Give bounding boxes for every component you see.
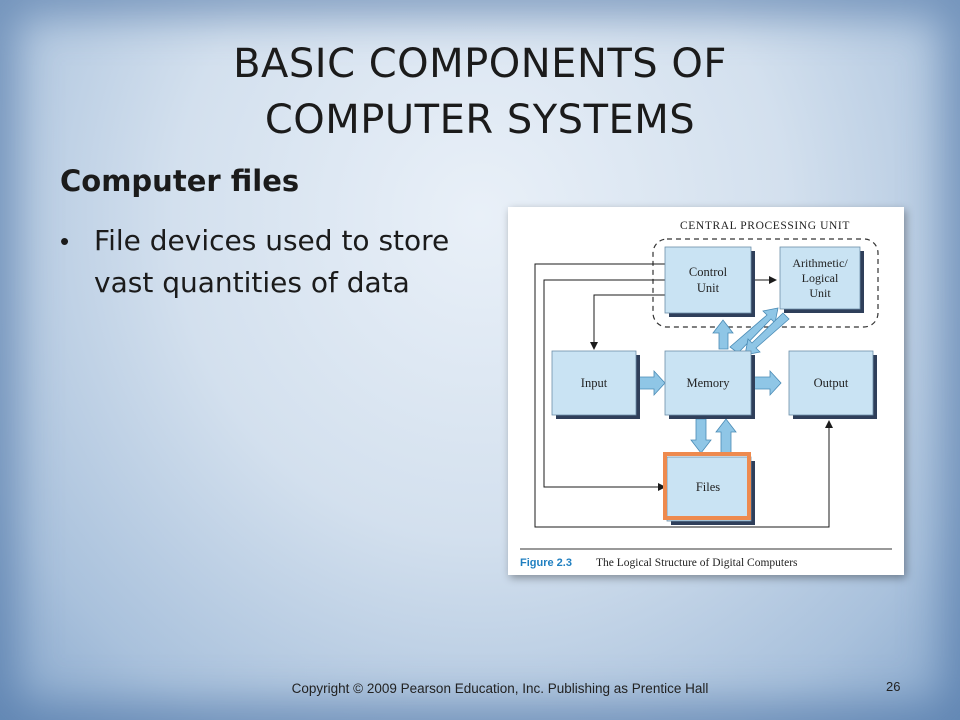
files-to-memory-arrow [715, 418, 737, 454]
alu-box: Arithmetic/ Logical Unit [779, 246, 864, 313]
files-highlight [663, 452, 751, 520]
section-heading: Computer files [60, 164, 300, 198]
memory-box: Memory [664, 350, 755, 419]
cpu-dashed-region [652, 238, 879, 328]
control-to-input-line [590, 294, 665, 350]
figure-diagram: CENTRAL PROCESSING UNIT Control Unit Ari… [520, 220, 892, 569]
output-label: Output [814, 376, 849, 390]
files-box: Files [663, 452, 755, 525]
control-to-files-line [543, 279, 666, 491]
memory-to-output-arrow [750, 369, 782, 397]
computer-structure-figure: CENTRAL PROCESSING UNIT Control Unit Ari… [508, 207, 904, 575]
alu-label-line-2: Logical [802, 271, 839, 285]
memory-to-alu-arrow [729, 307, 779, 354]
control-unit-label-line-2: Unit [697, 281, 720, 295]
bullet-dot-icon: • [60, 226, 70, 256]
slide-title-line-1: BASIC COMPONENTS OF [233, 41, 727, 87]
output-box: Output [788, 350, 877, 419]
alu-label-line-3: Unit [809, 286, 831, 300]
slide-title: BASIC COMPONENTS OF COMPUTER SYSTEMS [0, 36, 960, 148]
input-label: Input [581, 376, 608, 390]
input-box: Input [551, 350, 640, 419]
memory-to-files-arrow [690, 418, 712, 454]
caption-number: Figure 2.3 [520, 557, 572, 569]
alu-to-memory-arrow [744, 312, 790, 356]
cpu-label: CENTRAL PROCESSING UNIT [680, 220, 850, 232]
control-unit-label-line-1: Control [689, 265, 728, 279]
page-number: 26 [886, 679, 901, 694]
alu-label-line-1: Arithmetic/ [792, 256, 848, 270]
slide-title-line-2: COMPUTER SYSTEMS [264, 97, 696, 143]
caption-text: The Logical Structure of Digital Compute… [596, 557, 798, 569]
bullet-text: File devices used to store vast quantiti… [94, 224, 450, 299]
control-unit-box: Control Unit [664, 246, 755, 317]
memory-to-control-arrow [712, 319, 734, 350]
memory-label: Memory [686, 376, 730, 390]
input-to-memory-arrow [635, 369, 666, 397]
control-to-output-line [534, 263, 833, 528]
files-label: Files [696, 480, 720, 494]
copyright-footer: Copyright © 2009 Pearson Education, Inc.… [291, 681, 709, 696]
